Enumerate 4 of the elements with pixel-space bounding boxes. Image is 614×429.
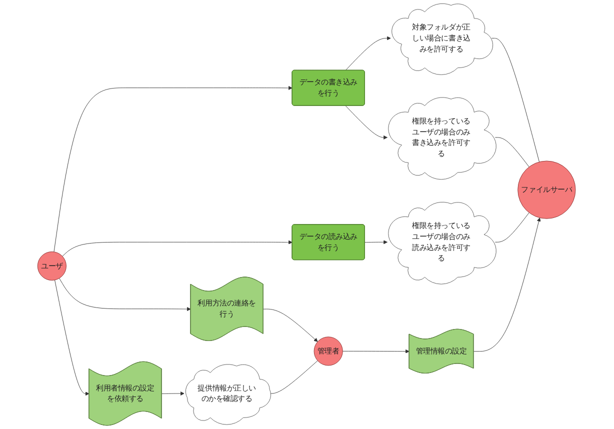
connector [495, 212, 530, 242]
connector [495, 137, 530, 168]
connector [270, 360, 318, 394]
connector [492, 38, 540, 162]
